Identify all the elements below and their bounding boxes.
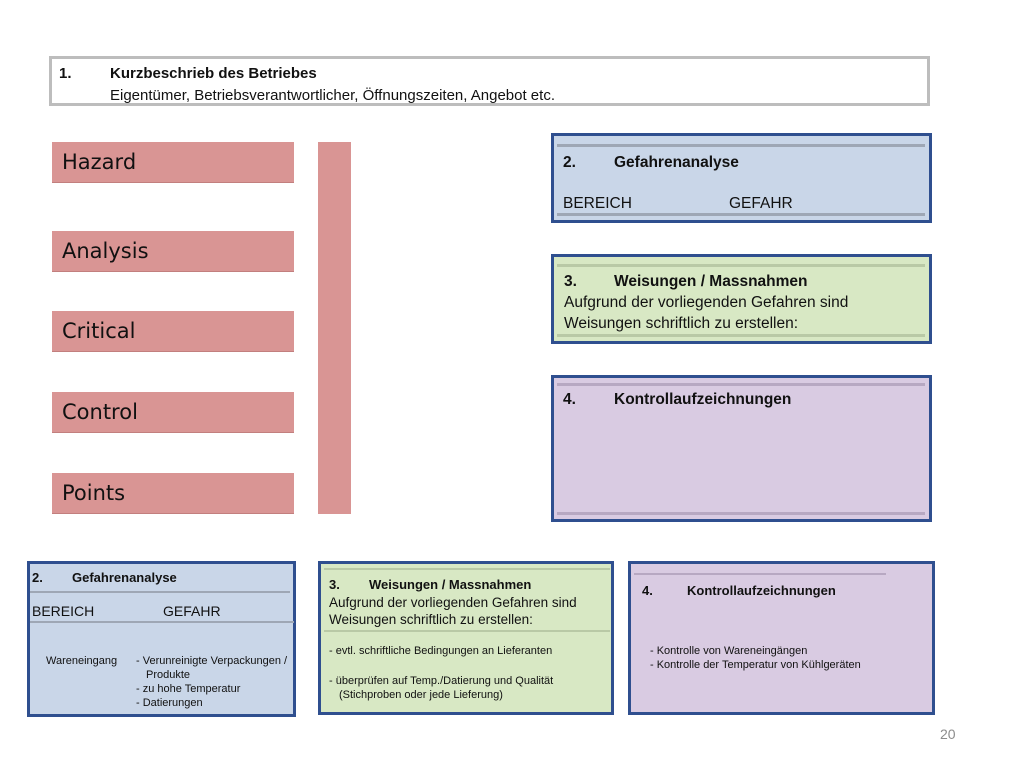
bottom-weisungen-item-1: - evtl. schriftliche Bedingungen an Lief… — [329, 645, 553, 657]
section-1-subtitle: Eigentümer, Betriebsverantwortlicher, Öf… — [110, 87, 555, 104]
weisungen-number: 3. — [564, 273, 577, 290]
section-1-number: 1. — [59, 65, 72, 82]
bottom-gefahrenanalyse-col-gefahr: GEFAHR — [163, 603, 221, 619]
weisungen-line-2: Weisungen schriftlich zu erstellen: — [564, 315, 799, 332]
haccp-label-points: Points — [52, 473, 294, 514]
bottom-gefahrenanalyse-panel: 2. Gefahrenanalyse BEREICH GEFAHR Warene… — [27, 561, 296, 717]
haccp-label-hazard: Hazard — [52, 142, 294, 183]
bottom-gefahrenanalyse-item-1: - Verunreinigte Verpackungen / — [136, 655, 288, 667]
bottom-weisungen-item-2b: (Stichproben oder jede Lieferung) — [339, 689, 503, 701]
kontroll-number: 4. — [563, 391, 576, 408]
page-number: 20 — [940, 726, 956, 742]
haccp-bracket-bar — [318, 142, 351, 514]
bottom-weisungen-number: 3. — [329, 577, 340, 592]
bottom-gefahrenanalyse-item-1b: Produkte — [146, 669, 191, 681]
bottom-weisungen-panel: 3. Weisungen / Massnahmen Aufgrund der v… — [318, 561, 614, 715]
weisungen-title: Weisungen / Massnahmen — [614, 273, 808, 290]
gefahrenanalyse-title: Gefahrenanalyse — [614, 154, 739, 171]
bottom-gefahrenanalyse-number: 2. — [32, 570, 43, 585]
haccp-label-critical: Critical — [52, 311, 294, 352]
bottom-kontroll-item-2: - Kontrolle der Temperatur von Kühlgerät… — [650, 659, 861, 671]
bottom-weisungen-line-2: Weisungen schriftlich zu erstellen: — [329, 612, 533, 627]
gefahrenanalyse-col-bereich: BEREICH — [563, 195, 632, 212]
bottom-kontroll-item-1: - Kontrolle von Wareneingängen — [650, 645, 808, 657]
bottom-kontroll-panel: 4. Kontrollaufzeichnungen - Kontrolle vo… — [628, 561, 935, 715]
weisungen-line-1: Aufgrund der vorliegenden Gefahren sind — [564, 294, 849, 311]
bottom-weisungen-title: Weisungen / Massnahmen — [369, 577, 532, 592]
kontroll-title: Kontrollaufzeichnungen — [614, 391, 792, 408]
bottom-gefahrenanalyse-title: Gefahrenanalyse — [72, 570, 177, 585]
bottom-kontroll-title: Kontrollaufzeichnungen — [687, 583, 836, 598]
section-1-box: 1. Kurzbeschrieb des Betriebes Eigentüme… — [49, 56, 930, 106]
bottom-kontroll-number: 4. — [642, 583, 653, 598]
bottom-weisungen-item-2: - überprüfen auf Temp./Datierung und Qua… — [329, 675, 554, 687]
weisungen-panel: 3. Weisungen / Massnahmen Aufgrund der v… — [551, 254, 932, 344]
kontroll-panel: 4. Kontrollaufzeichnungen — [551, 375, 932, 522]
bottom-gefahrenanalyse-area: Wareneingang — [46, 655, 118, 667]
gefahrenanalyse-col-gefahr: GEFAHR — [729, 195, 793, 212]
section-1-title: Kurzbeschrieb des Betriebes — [110, 65, 317, 82]
gefahrenanalyse-panel: 2. Gefahrenanalyse BEREICH GEFAHR — [551, 133, 932, 223]
bottom-weisungen-line-1: Aufgrund der vorliegenden Gefahren sind — [329, 595, 577, 610]
haccp-label-control: Control — [52, 392, 294, 433]
gefahrenanalyse-number: 2. — [563, 154, 576, 171]
haccp-label-analysis: Analysis — [52, 231, 294, 272]
bottom-gefahrenanalyse-col-bereich: BEREICH — [32, 603, 95, 619]
bottom-gefahrenanalyse-item-3: - Datierungen — [136, 697, 203, 709]
bottom-gefahrenanalyse-item-2: - zu hohe Temperatur — [136, 683, 241, 695]
